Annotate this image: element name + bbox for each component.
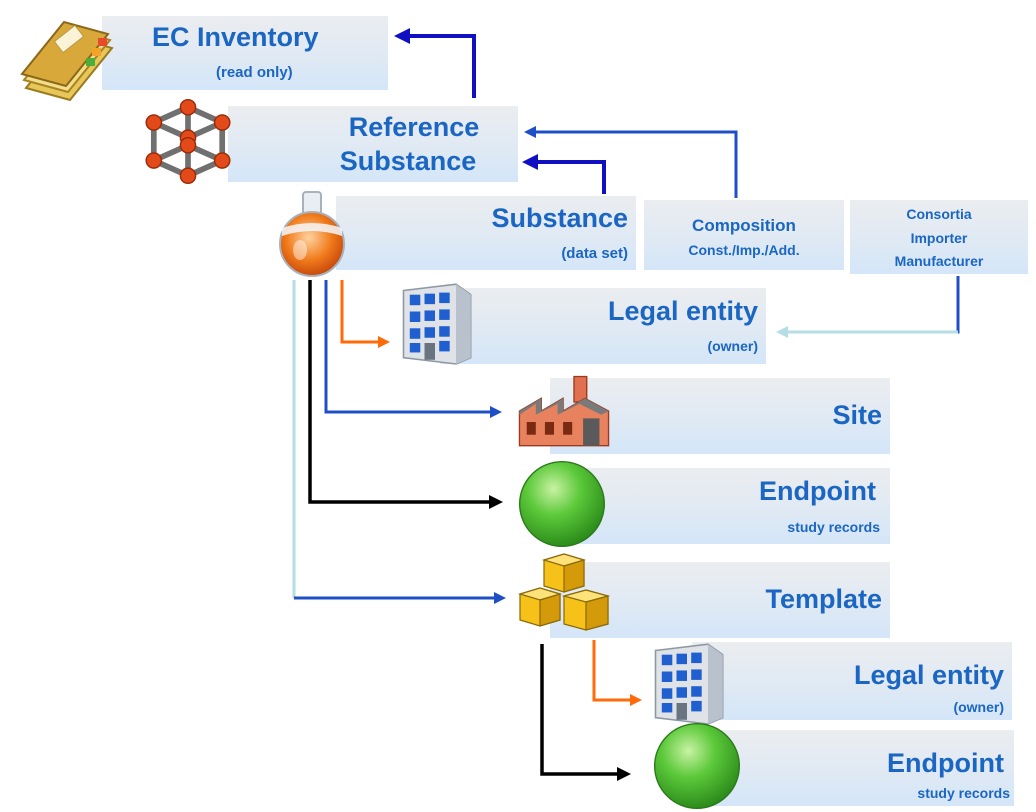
- arrow-template-to-endpoint: [540, 644, 631, 781]
- endpoint-1-title: Endpoint: [759, 476, 876, 506]
- legal-entity-2-title: Legal entity: [853, 660, 1004, 690]
- legal-entity-1-box[interactable]: [440, 288, 766, 364]
- endpoint-2-subtitle: study records: [917, 785, 1010, 801]
- composition-line2: Const./Imp./Add.: [688, 242, 800, 258]
- substance-box[interactable]: [336, 196, 636, 270]
- arrow-template-to-legal-entity: [592, 640, 642, 706]
- template-title: Template: [765, 584, 882, 614]
- composition-box[interactable]: [644, 200, 844, 270]
- molecule-icon: [145, 98, 231, 185]
- factory-icon: [518, 375, 610, 447]
- consortia-line3: Manufacturer: [894, 253, 984, 269]
- arrow-substance-to-reference: [522, 154, 606, 194]
- arrow-substance-to-site: [324, 280, 502, 418]
- arrow-substance-to-legal-entity: [340, 280, 390, 348]
- green-ball-icon: [518, 460, 606, 548]
- endpoint-2-box[interactable]: [692, 730, 1014, 806]
- endpoint-2-title: Endpoint: [887, 748, 1004, 778]
- ec-inventory-subtitle: (read only): [216, 64, 293, 81]
- building-icon: [402, 283, 472, 365]
- substance-title: Substance: [491, 203, 628, 233]
- ec-inventory-title: EC Inventory: [152, 22, 319, 52]
- endpoint-1-box[interactable]: [550, 468, 890, 544]
- arrow-reference-to-ec-inventory: [394, 28, 476, 98]
- green-ball-icon: [653, 722, 741, 810]
- consortia-line2: Importer: [910, 230, 968, 246]
- legal-entity-2-box[interactable]: [692, 642, 1012, 720]
- substance-subtitle: (data set): [561, 245, 628, 262]
- endpoint-1-subtitle: study records: [787, 519, 880, 535]
- consortia-line1: Consortia: [906, 206, 972, 222]
- reference-substance-line2: Substance: [339, 146, 477, 176]
- reference-substance-line1: Reference: [348, 112, 480, 142]
- consortia-box[interactable]: [850, 200, 1028, 274]
- site-title: Site: [832, 400, 882, 430]
- flask-icon: [279, 191, 345, 277]
- legal-entity-1-title: Legal entity: [607, 296, 758, 326]
- legal-entity-2-subtitle: (owner): [953, 699, 1004, 715]
- legal-entity-1-subtitle: (owner): [707, 338, 758, 354]
- building-icon: [654, 643, 724, 725]
- composition-line1: Composition: [692, 216, 796, 235]
- arrow-substance-to-endpoint: [308, 280, 503, 509]
- cubes-icon: [517, 553, 611, 631]
- ec-inventory-box[interactable]: [102, 16, 388, 90]
- arrow-composition-to-reference: [524, 126, 738, 198]
- reference-substance-box[interactable]: [228, 106, 518, 182]
- book-icon: [20, 20, 114, 102]
- arrow-consortia-to-legal-entity: [792, 276, 960, 334]
